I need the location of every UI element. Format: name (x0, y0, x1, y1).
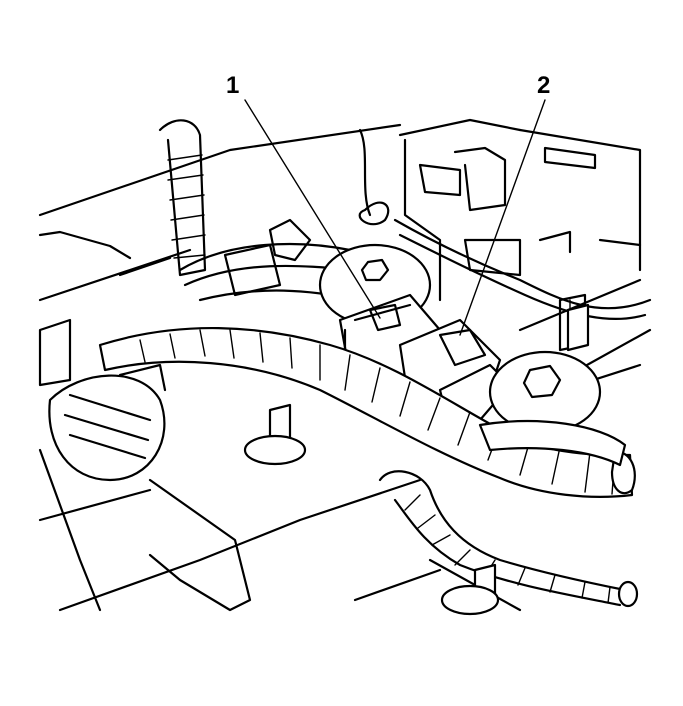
mounting-bracket (398, 118, 642, 352)
bolt-right (566, 303, 590, 352)
callout-label-2: 2 (537, 72, 551, 99)
front-wiring-harness (98, 327, 636, 498)
leader-line-2 (459, 99, 546, 336)
left-motor-component (38, 318, 252, 612)
bolt-lower (440, 563, 500, 616)
lower-harness-loop (378, 470, 639, 608)
rear-harness-wires (178, 128, 652, 321)
callout-label-1: 1 (226, 72, 240, 99)
round-mount-right (488, 350, 602, 434)
left-wiring-loom (158, 119, 207, 277)
bolt-left (243, 403, 307, 466)
callout-leaders (244, 99, 546, 336)
leader-line-1 (244, 99, 381, 319)
